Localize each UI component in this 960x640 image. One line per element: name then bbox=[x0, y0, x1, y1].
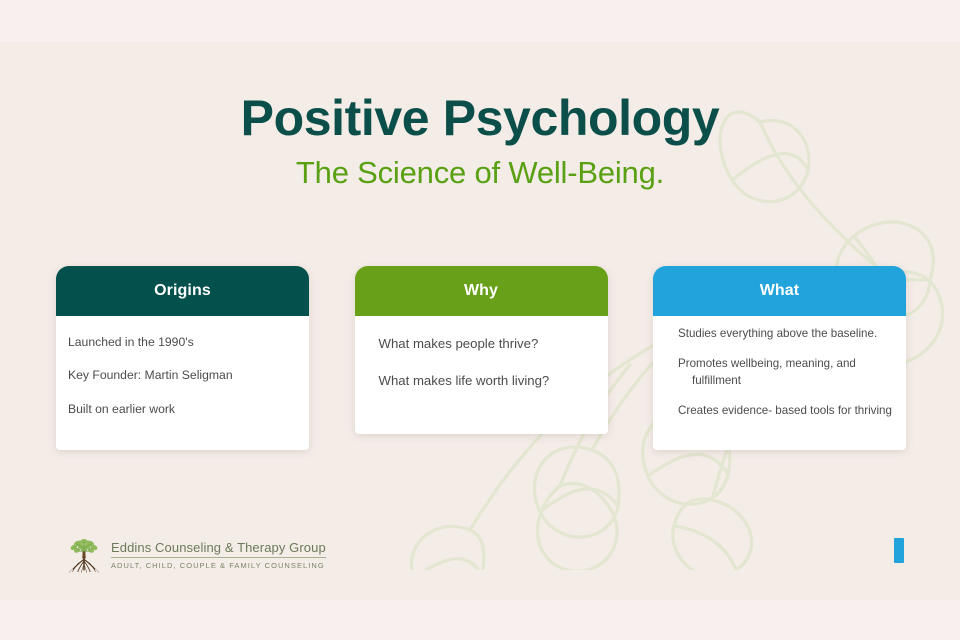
card-what-title: What bbox=[759, 282, 800, 299]
card-why: Why What makes people thrive? What makes… bbox=[354, 266, 608, 434]
card-why-item-2: What makes life worth living? bbox=[378, 372, 550, 388]
card-why-title: Why bbox=[463, 282, 499, 299]
card-what-item-2: Promotes wellbeing, meaning, and fulfill… bbox=[678, 357, 856, 387]
card-why-item-1: What makes people thrive? bbox=[378, 336, 539, 351]
headline-block: Positive Psychology The Science of Well-… bbox=[0, 92, 960, 191]
accent-bar bbox=[894, 538, 904, 563]
card-why-body: What makes people thrive? What makes lif… bbox=[354, 316, 608, 434]
logo-company-name: Eddins Counseling & Therapy Group bbox=[111, 540, 326, 559]
card-what-item-3: Creates evidence- based tools for thrivi… bbox=[678, 404, 892, 418]
card-origins-item-2: Key Founder: Martin Seligman bbox=[68, 368, 233, 383]
card-row: Origins Launched in the 1990's Key Found… bbox=[56, 266, 906, 450]
card-what-header: What bbox=[653, 266, 906, 316]
card-origins-title: Origins bbox=[154, 282, 211, 299]
card-what-item-1: Studies everything above the baseline. bbox=[678, 327, 878, 340]
card-what-body: Studies everything above the baseline. P… bbox=[653, 316, 906, 450]
card-why-header: Why bbox=[354, 266, 608, 316]
card-origins-item-3: Built on earlier work bbox=[68, 401, 176, 416]
brand-logo: Eddins Counseling & Therapy Group ADULT,… bbox=[62, 532, 326, 576]
card-origins-item-1: Launched in the 1990's bbox=[68, 335, 194, 349]
card-origins: Origins Launched in the 1990's Key Found… bbox=[56, 266, 309, 450]
logo-tagline: ADULT, CHILD, COUPLE & FAMILY COUNSELING bbox=[111, 561, 325, 571]
card-what: What Studies everything above the baseli… bbox=[653, 266, 906, 450]
card-origins-body: Launched in the 1990's Key Founder: Mart… bbox=[56, 316, 309, 450]
card-origins-header: Origins bbox=[56, 266, 309, 316]
page-title: Positive Psychology bbox=[240, 90, 720, 146]
tree-with-roots-icon bbox=[62, 532, 106, 576]
page-subtitle: The Science of Well-Being. bbox=[295, 155, 665, 190]
logo-text-block: Eddins Counseling & Therapy Group ADULT,… bbox=[111, 538, 326, 570]
top-band bbox=[0, 0, 960, 42]
bottom-band bbox=[0, 600, 960, 640]
